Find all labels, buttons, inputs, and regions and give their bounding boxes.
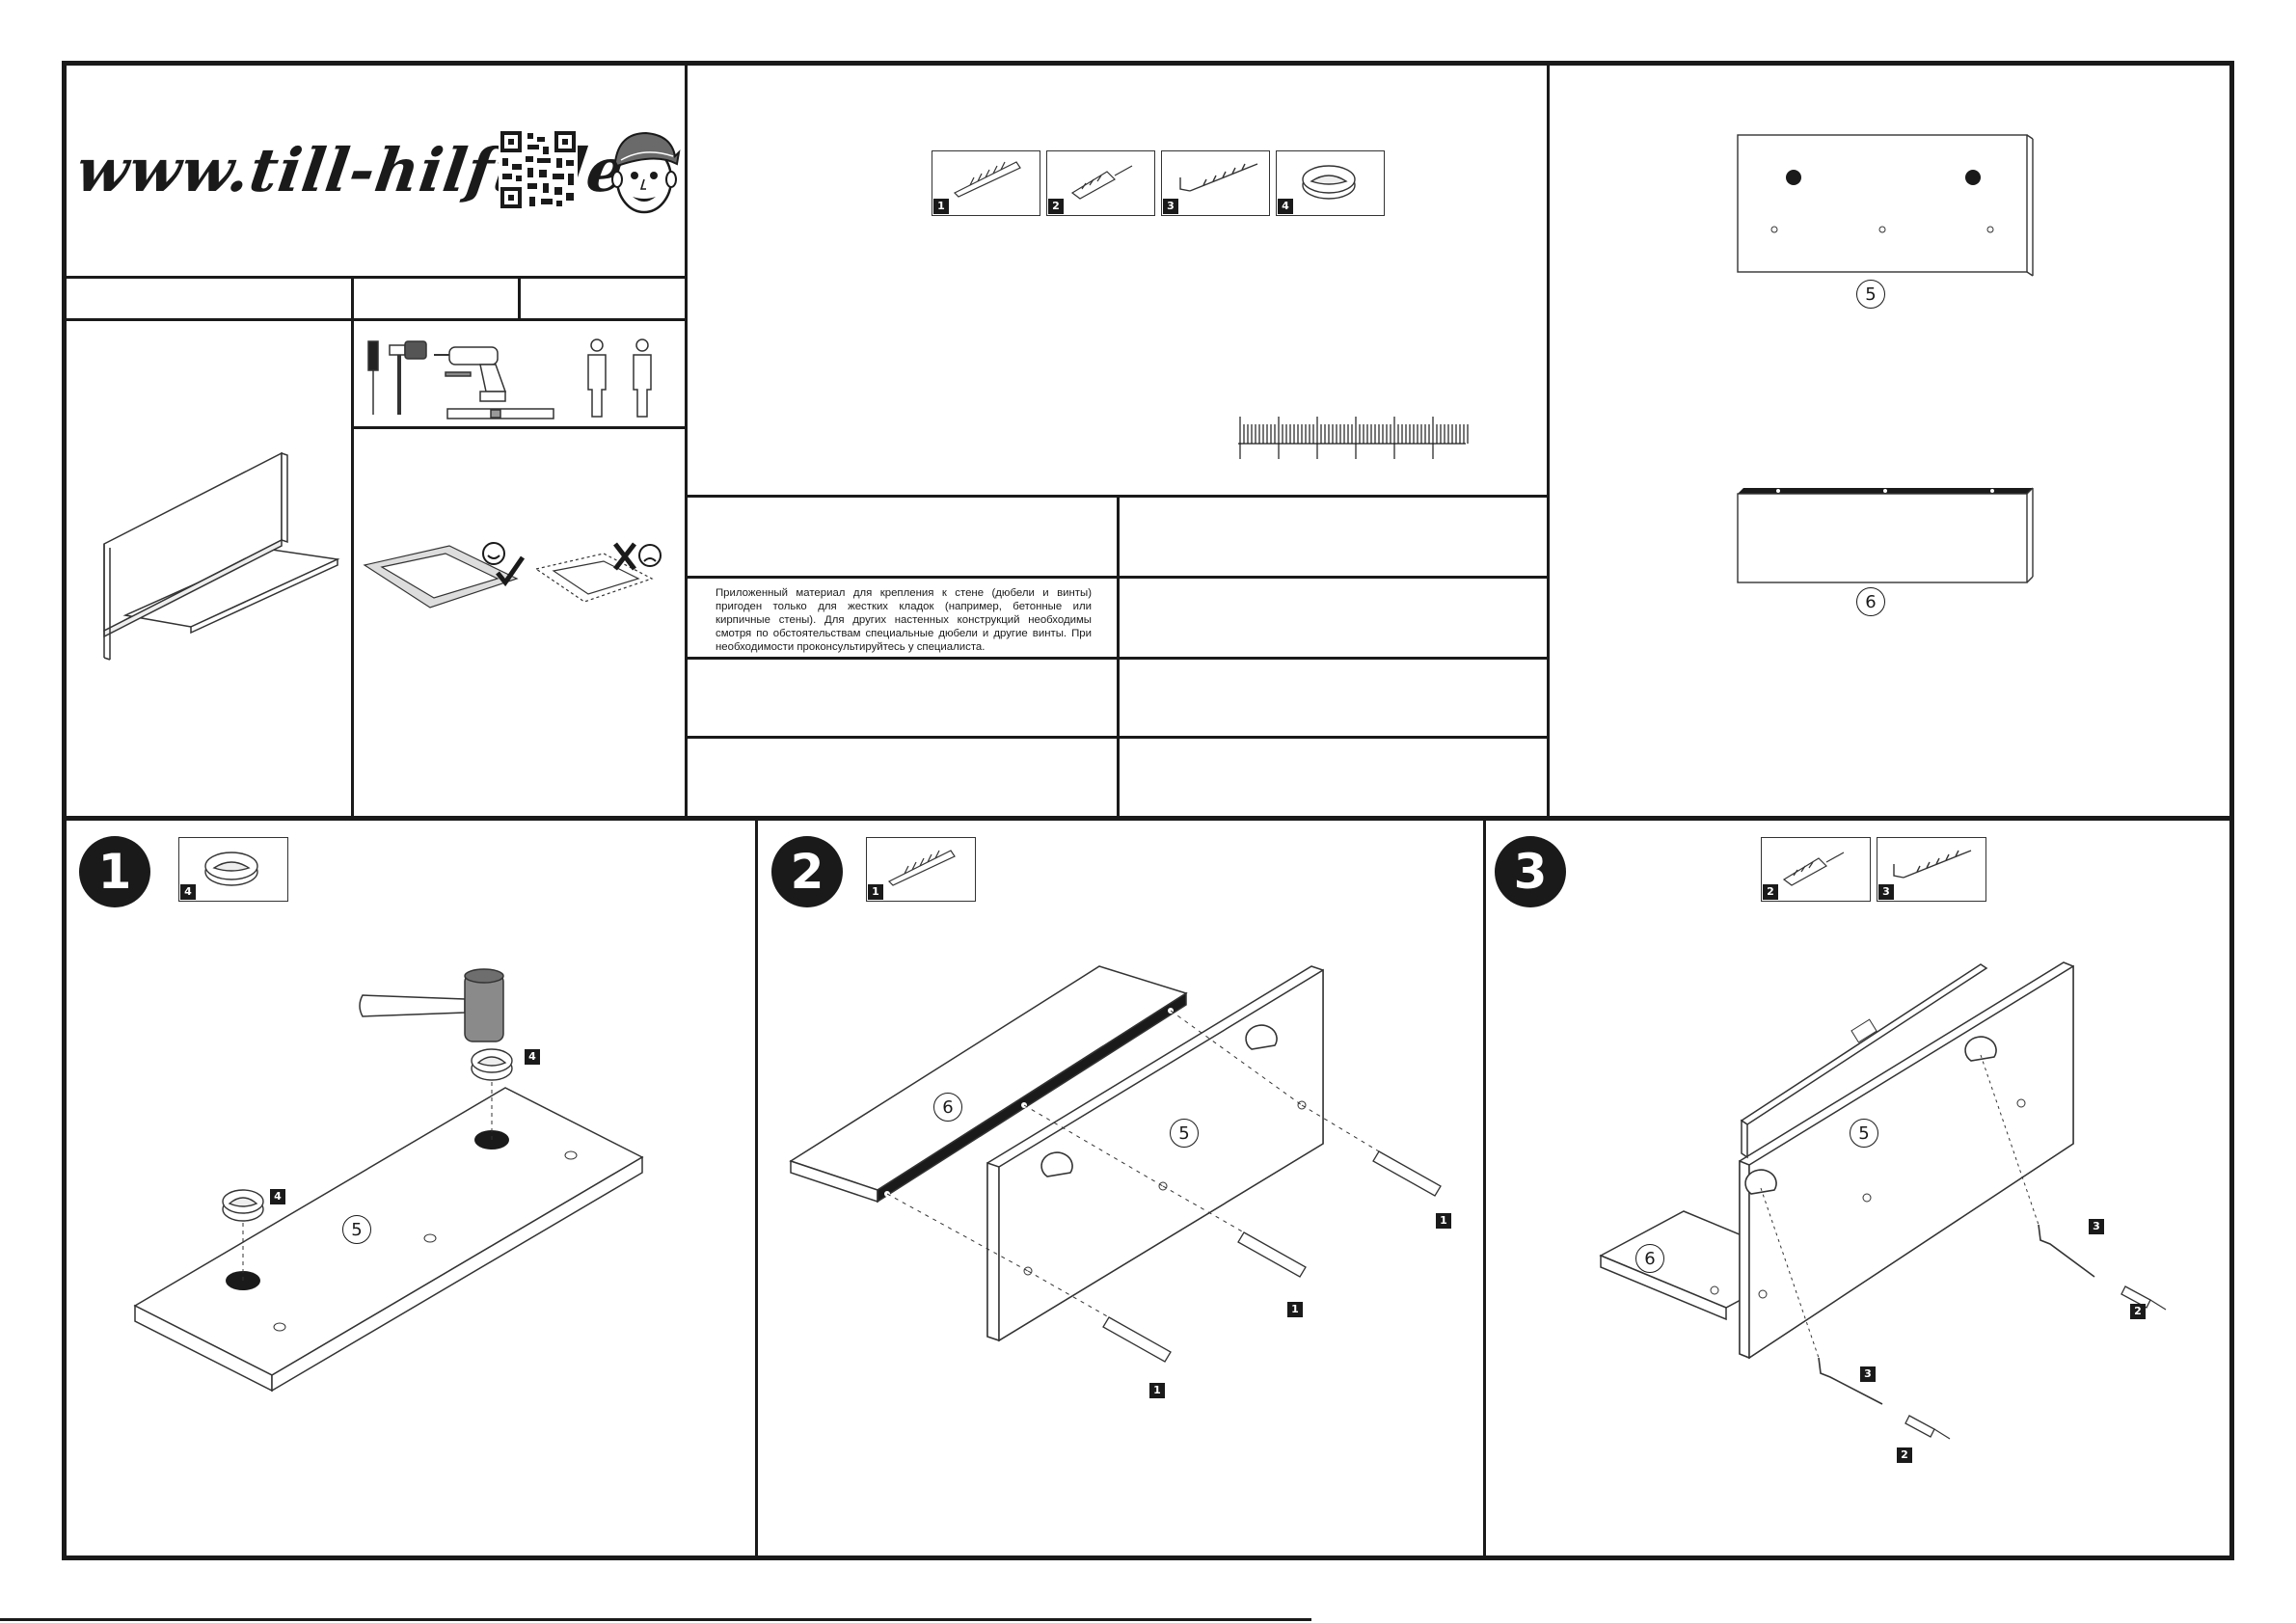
part-number-tag: 3 [1163, 199, 1178, 214]
part-number-tag: 3 [1878, 884, 1894, 900]
part-number-tag: 3 [2089, 1219, 2104, 1234]
panel-6-drawing [1737, 487, 2034, 583]
divider-row-1 [687, 576, 1549, 579]
wall-plug-screw-icon [953, 161, 1021, 198]
dowel-icon [1782, 852, 1845, 886]
page-frame [62, 61, 2234, 1560]
part-number-tag: 2 [1763, 884, 1778, 900]
part-box-3 [1161, 150, 1270, 216]
panel-label: 6 [933, 1093, 962, 1122]
divider-step-1-2 [755, 818, 758, 1560]
cover-cap-icon [204, 852, 258, 886]
divider-header [62, 276, 687, 279]
part-number-tag: 3 [1860, 1366, 1876, 1382]
hook-screw-icon [1893, 850, 1972, 879]
panel-label: 5 [1850, 1119, 1878, 1148]
step-part-box [1877, 837, 1986, 902]
divider-row-3 [687, 736, 1549, 739]
divider-middle [62, 816, 2234, 821]
part-number-tag: 1 [933, 199, 949, 214]
part-number-tag: 2 [2130, 1304, 2146, 1319]
cover-cap-icon [1302, 165, 1356, 200]
part-number-tag: 4 [180, 884, 196, 900]
divider-header-cell [518, 276, 521, 320]
step-number: 2 [771, 836, 843, 907]
part-number-tag: 1 [1436, 1213, 1451, 1229]
divider-product-col [351, 276, 354, 818]
divider-text-cols [1117, 495, 1120, 818]
step-3-illustration [1599, 961, 2167, 1440]
panel-5-drawing [1737, 134, 2034, 277]
divider-step-2-3 [1483, 818, 1486, 1560]
part-number-tag: 2 [1897, 1447, 1912, 1463]
wall-fixing-warning: Приложенный материал для крепления к сте… [716, 587, 1092, 653]
tools-required-icon [367, 338, 652, 419]
hook-screw-icon [1179, 163, 1258, 192]
divider-left-col [685, 61, 688, 818]
part-number-tag: 4 [270, 1189, 285, 1204]
divider-header-row [62, 318, 687, 321]
part-number-tag: 1 [1149, 1383, 1165, 1398]
divider-row-2 [687, 657, 1549, 660]
dowel-icon [1070, 165, 1133, 200]
panel-label: 6 [1856, 587, 1885, 616]
panel-label: 6 [1635, 1244, 1664, 1273]
ruler-icon [1238, 417, 1469, 459]
product-illustration [103, 451, 340, 661]
part-number-tag: 1 [1287, 1302, 1303, 1317]
step-1-illustration [133, 968, 644, 1393]
step-number: 3 [1495, 836, 1566, 907]
panel-label: 5 [342, 1215, 371, 1244]
panel-label: 5 [1170, 1119, 1199, 1148]
panel-label: 5 [1856, 280, 1885, 309]
part-number-tag: 4 [525, 1049, 540, 1065]
qr-code-icon [499, 129, 578, 210]
part-number-tag: 4 [1278, 199, 1293, 214]
part-number-tag: 1 [868, 884, 883, 900]
wall-plug-screw-icon [887, 850, 956, 886]
part-number-tag: 2 [1048, 199, 1064, 214]
soft-surface-hint-icon [363, 542, 662, 609]
footer-rule [0, 1618, 1311, 1621]
divider-right-col [1547, 61, 1550, 818]
step-2-illustration [789, 965, 1442, 1363]
divider-tools [351, 426, 687, 429]
step-number: 1 [79, 836, 150, 907]
mascot-logo-icon [611, 131, 681, 214]
